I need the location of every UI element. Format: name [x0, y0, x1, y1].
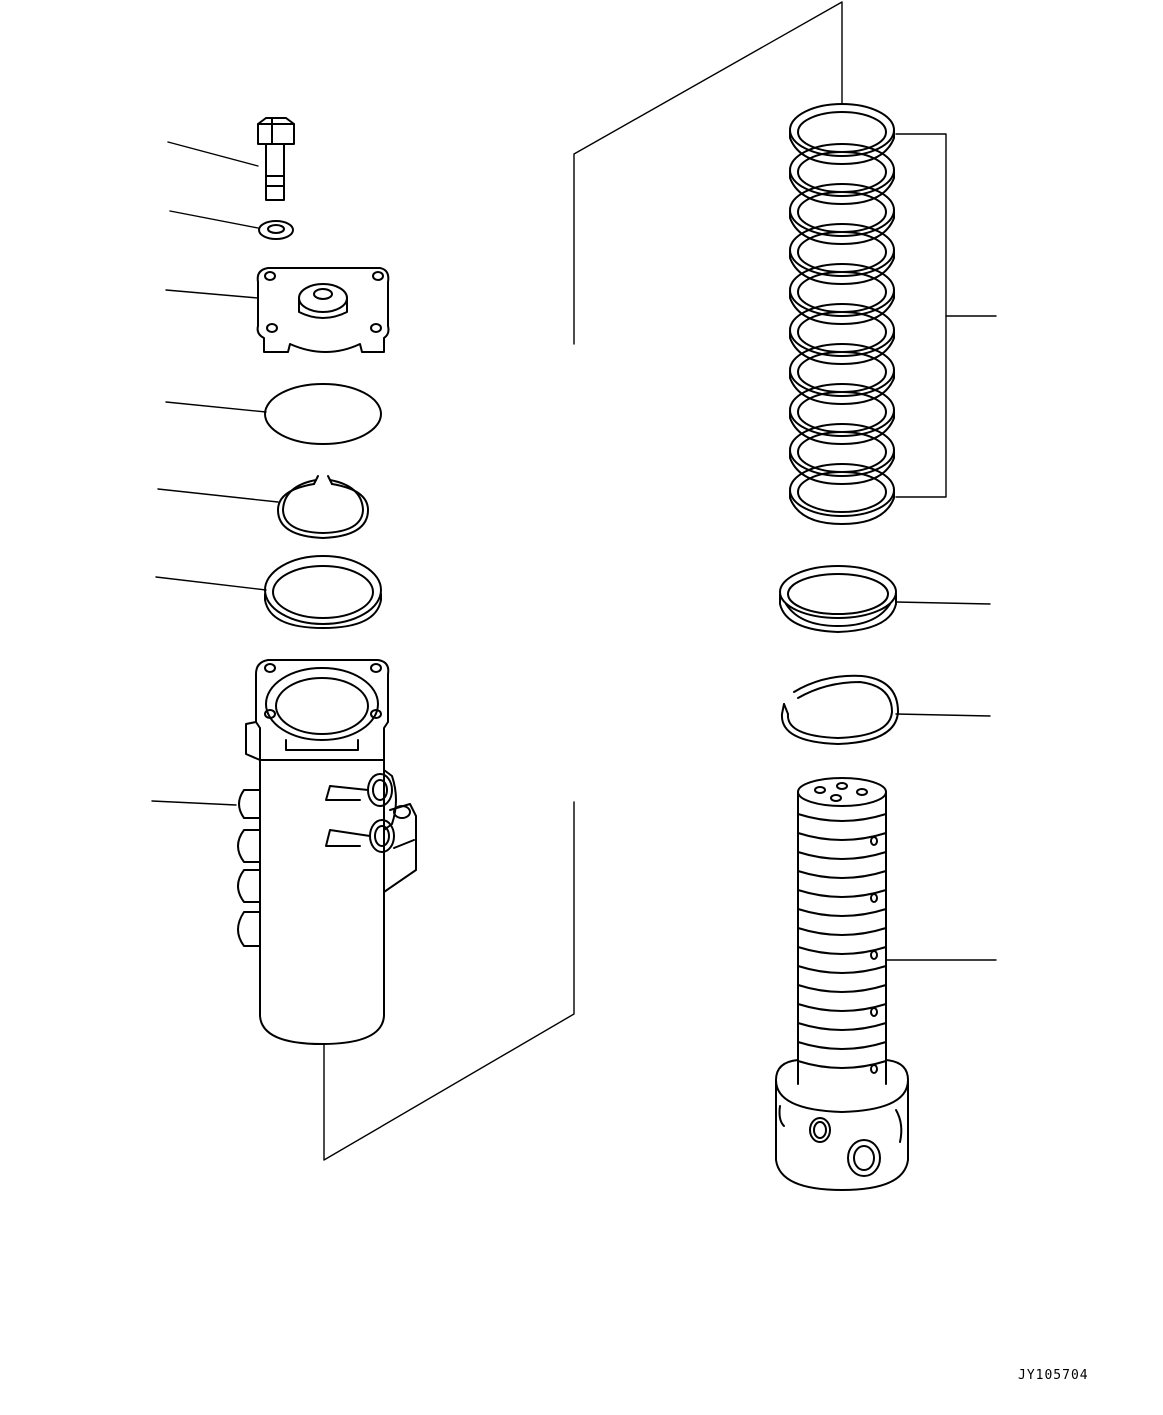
shaft-groove [798, 890, 886, 897]
flange-cover-icon [258, 268, 389, 352]
stack-ring [790, 104, 894, 164]
shaft-groove [798, 928, 886, 935]
leader-line-cover [166, 290, 258, 298]
stack-ring [790, 464, 894, 524]
stack-ring [790, 344, 894, 404]
ring-stack-icon [790, 104, 894, 524]
leader-line-gasket [166, 402, 266, 412]
shaft-port-hole [871, 894, 877, 902]
shaft-groove [798, 947, 886, 954]
leader-line-dust-seal [896, 602, 990, 604]
stack-ring [790, 144, 894, 204]
shaft-port-hole [871, 837, 877, 845]
leader-line-retaining-ring [896, 714, 990, 716]
shaft-groove [798, 909, 886, 916]
shaft-groove [798, 871, 886, 878]
stack-ring [790, 224, 894, 284]
shaft-groove [798, 966, 886, 973]
stack-ring [790, 304, 894, 364]
assembly-guide-lines [324, 2, 842, 1160]
stack-ring [790, 264, 894, 324]
gasket-disc-icon [265, 384, 381, 444]
leader-line-seal-ring [156, 577, 266, 590]
hex-bolt-icon [258, 118, 294, 200]
leader-bracket-ring-stack [896, 134, 946, 497]
leader-line-bolt [168, 142, 258, 166]
shaft-groove [798, 985, 886, 992]
shaft-groove [798, 1042, 886, 1049]
shaft-groove [798, 1004, 886, 1011]
washer-icon [259, 221, 293, 239]
shaft-groove [798, 1061, 886, 1068]
assembly-line-top [574, 2, 842, 344]
snap-ring-icon [278, 476, 368, 538]
shaft-groove [798, 1023, 886, 1030]
shaft-groove [798, 833, 886, 840]
shaft-port-hole [871, 1065, 877, 1073]
shaft-port-hole [871, 1008, 877, 1016]
drawing-code: JY105704 [1018, 1368, 1089, 1383]
shaft-port-hole [871, 951, 877, 959]
leader-line-swivel-body [152, 801, 236, 805]
leader-line-snap-ring [158, 489, 278, 502]
assembly-line-bottom [324, 802, 574, 1160]
swivel-body-icon [238, 660, 416, 1044]
stack-ring [790, 184, 894, 244]
shaft-groove [798, 852, 886, 859]
retaining-ring-icon [782, 676, 898, 744]
swivel-shaft-icon [776, 778, 908, 1190]
leader-lines [152, 134, 996, 960]
leader-line-washer [170, 211, 258, 228]
stack-ring [790, 424, 894, 484]
stack-ring [790, 384, 894, 444]
shaft-groove [798, 814, 886, 821]
seal-ring-icon [265, 556, 381, 628]
dust-seal-icon [780, 566, 896, 632]
